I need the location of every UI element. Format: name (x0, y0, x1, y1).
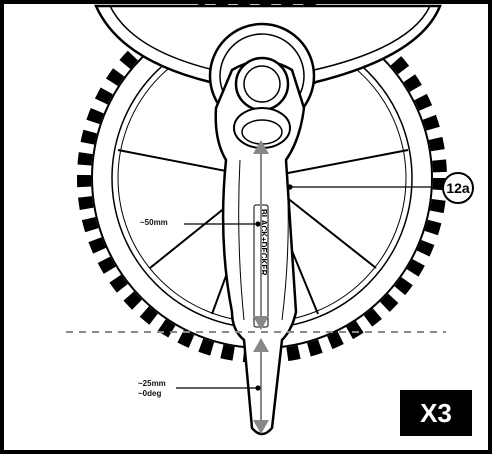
lower-measure-length: ~25mm (138, 379, 166, 388)
leader-lines (176, 184, 442, 391)
lower-measure-angle: ~0deg (138, 389, 162, 398)
step-label: X3 (400, 390, 472, 436)
upper-measure-label: ~50mm (140, 218, 168, 227)
upper-measure-arrow (253, 140, 269, 330)
lower-measure-arrow (253, 338, 269, 434)
callout-badge: 12a (442, 172, 474, 204)
brand-text: BLACK+DECKER (259, 209, 268, 276)
lower-measure-label: ~25mm ~0deg (138, 379, 166, 399)
